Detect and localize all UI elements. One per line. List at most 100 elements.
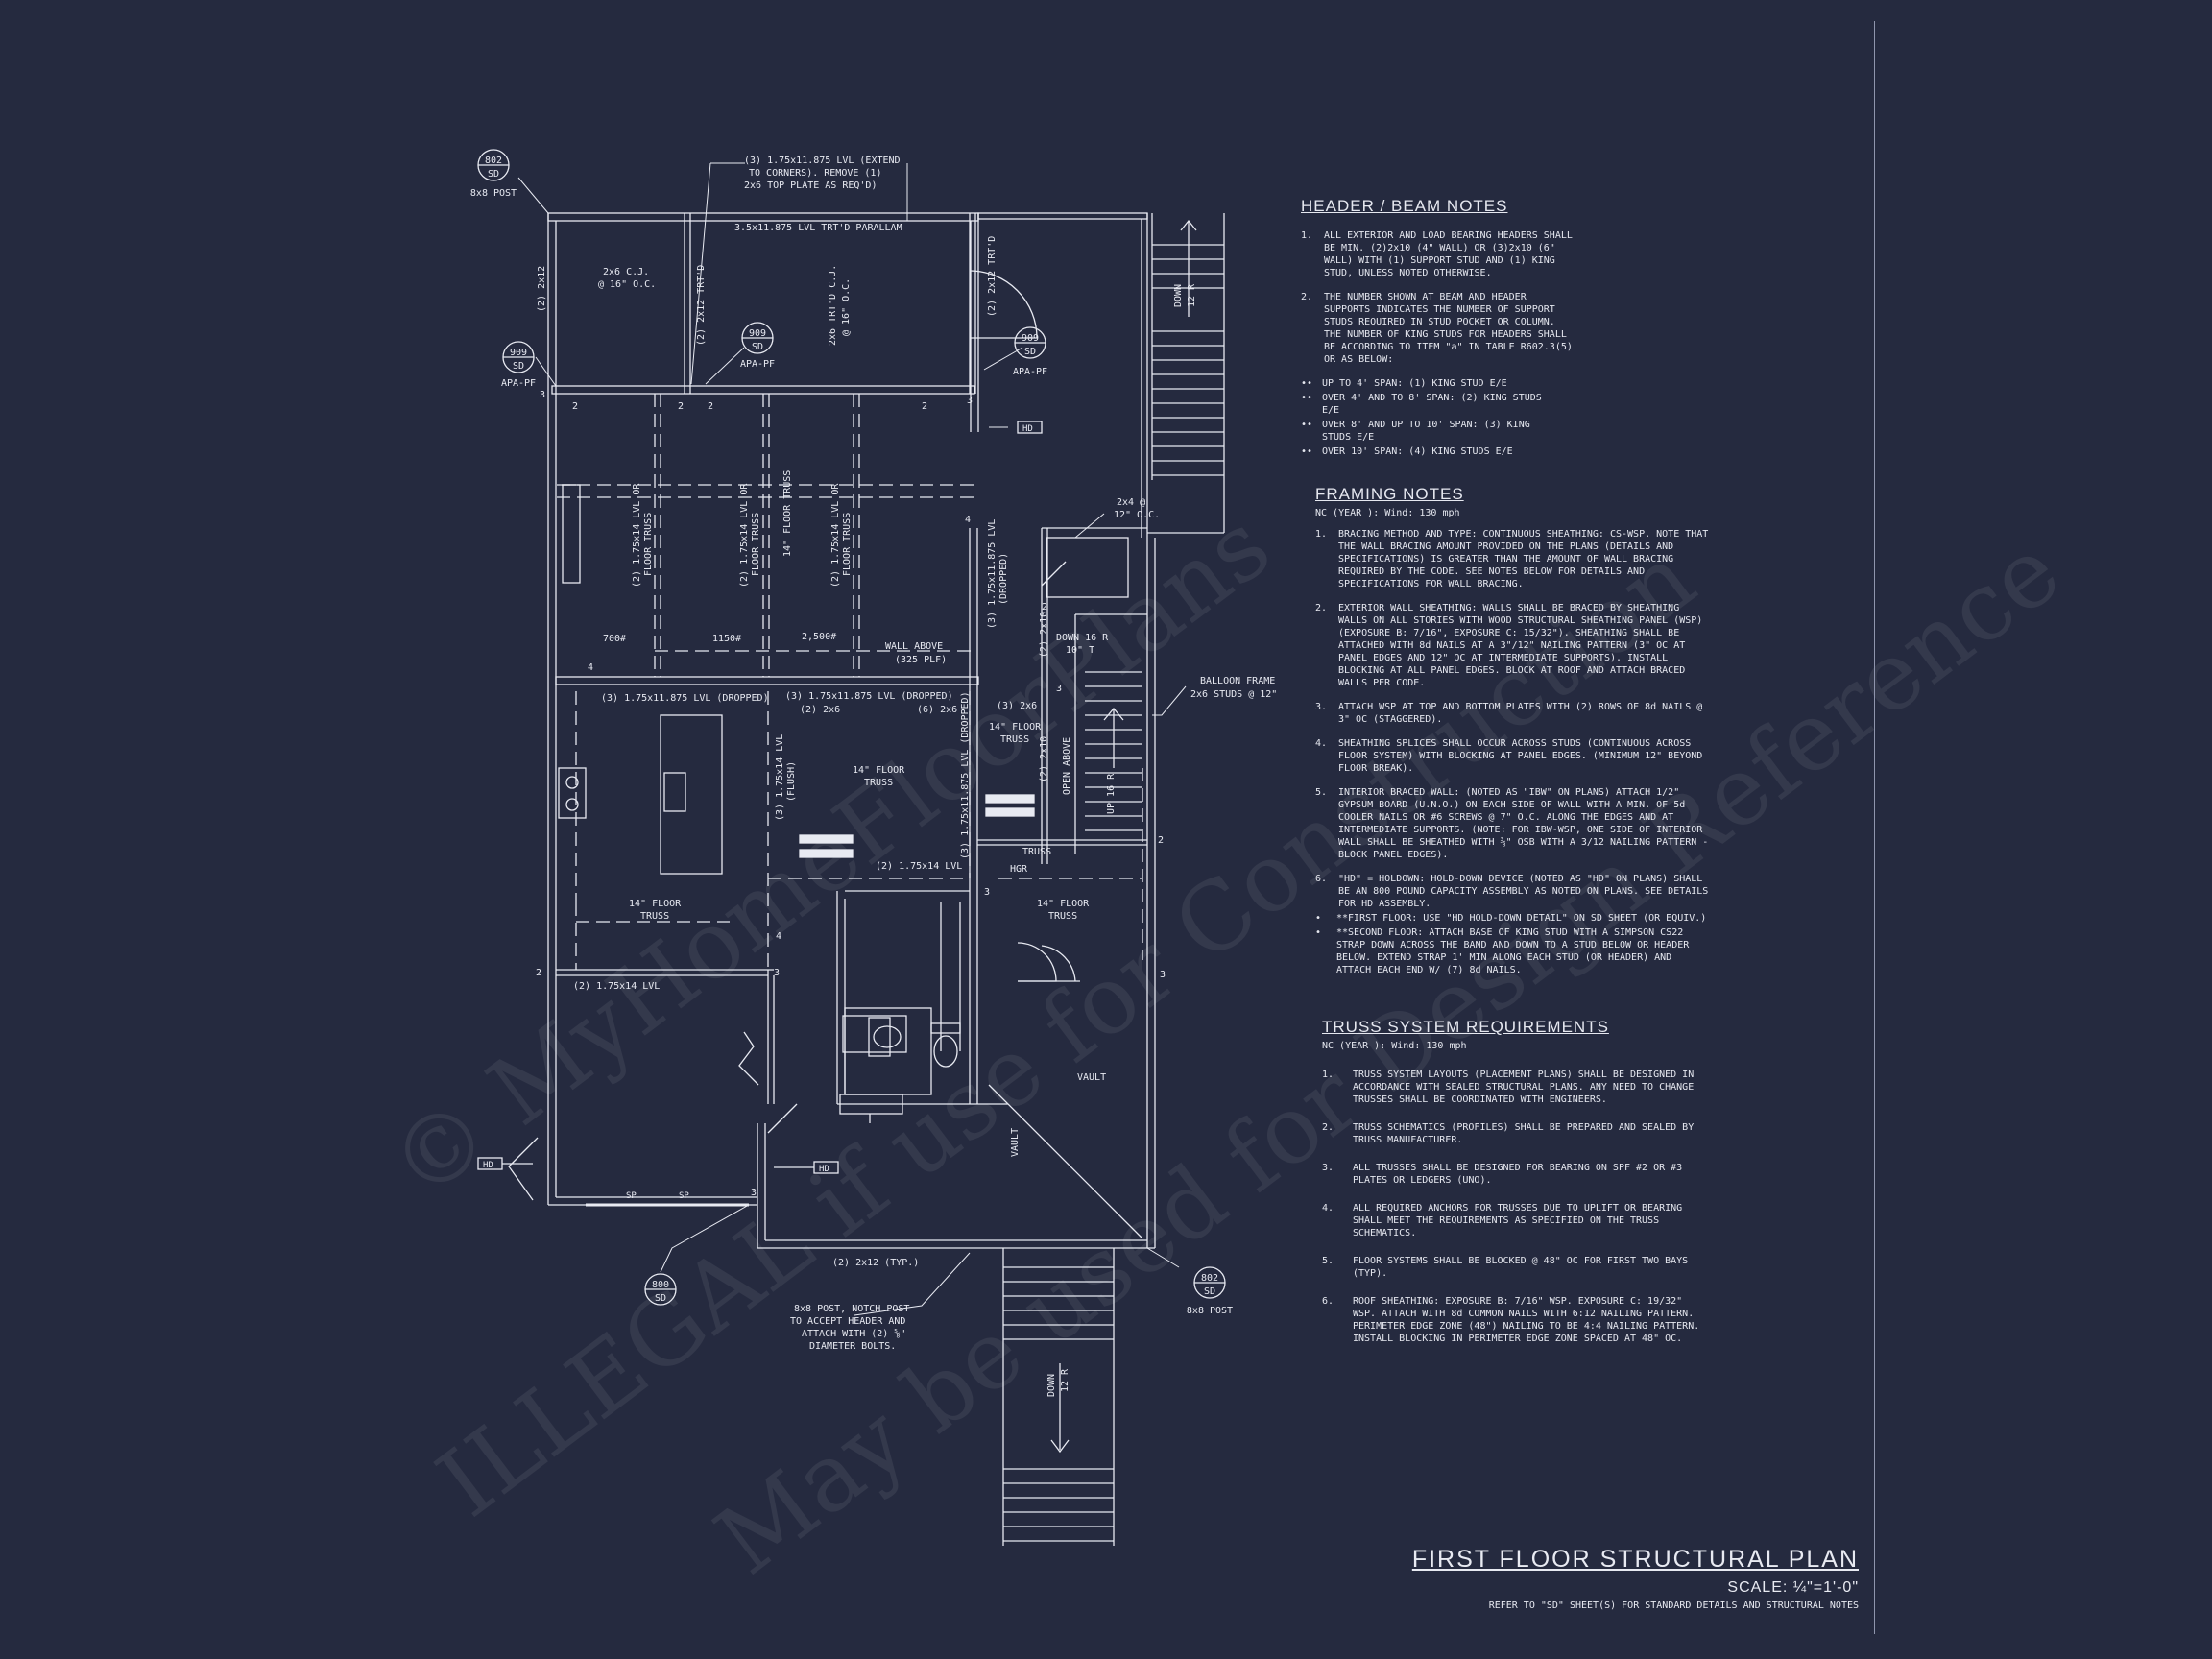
label-lvl14-b-2: FLOOR TRUSS [751,513,761,576]
callout-c3-label: APA-PF [740,359,775,370]
bullet-text: **SECOND FLOOR: ATTACH BASE OF KING STUD… [1336,927,1690,975]
label-truss-14-left-2: TRUSS [640,911,669,922]
label-trtd-cj-1: 2x6 TRT'D C.J. [828,265,838,346]
truss-note-item: 1.TRUSS SYSTEM LAYOUTS (PLACEMENT PLANS)… [1322,1069,1725,1106]
label-sp-b: SP [679,1191,689,1201]
callout-c1-num[interactable]: 802 [485,156,502,166]
framing-note-item: 5. INTERIOR BRACED WALL: (NOTED AS "IBW" … [1315,786,1719,861]
label-hd-b: HD [483,1161,493,1170]
note-text: TRUSS SCHEMATICS (PROFILES) SHALL BE PRE… [1353,1122,1695,1145]
label-sp-a: SP [626,1191,637,1201]
label-lvl11-v-2: (DROPPED) [998,553,1009,605]
note-number: 5. [1315,787,1328,798]
door-arc [969,270,1038,339]
label-n3: 3 [540,390,545,400]
label-lvl14-c-1: (2) 1.75x14 LVL OR [830,483,841,588]
note-number: 4. [1315,738,1328,749]
label-n2: 2 [1158,835,1164,846]
note-text: ALL REQUIRED ANCHORS FOR TRUSSES DUE TO … [1353,1203,1683,1238]
label-post-4: DIAMETER BOLTS. [809,1341,896,1352]
label-n2: 2 [678,401,684,412]
label-lvl-top-2: TO CORNERS). REMOVE (1) [749,168,881,179]
framing-notes-title: FRAMING NOTES [1315,485,1464,503]
note-text: INTERIOR BRACED WALL: (NOTED AS "IBW" ON… [1338,787,1709,860]
note-text: EXTERIOR WALL SHEATHING: WALLS SHALL BE … [1338,603,1703,688]
sheet-reference: REFER TO "SD" SHEET(S) FOR STANDARD DETA… [1488,1600,1859,1611]
truss-notes-title: TRUSS SYSTEM REQUIREMENTS [1322,1018,1609,1036]
label-load-2500: 2,500# [802,632,836,642]
vault-line [988,1084,1143,1239]
vanity [842,1015,907,1053]
label-open-above: OPEN ABOVE [1062,737,1072,795]
hd-box-a [1017,421,1043,434]
label-two-2x10-a: (2) 2x10 [1039,612,1049,658]
label-hd-a: HD [1022,424,1033,434]
label-lvl14-flush-2: (FLUSH) [786,761,797,802]
label-lvl-top-1: (3) 1.75x11.875 LVL (EXTEND [744,156,901,166]
callout-c4-sheet: SD [1024,347,1036,357]
callout-c5-num[interactable]: 800 [652,1280,669,1290]
label-lvl11-dropped-v: (3) 1.75x11.875 LVL (DROPPED) [960,691,971,859]
header-bullet: ••OVER 10' SPAN: (4) KING STUDS E/E [1301,445,1574,458]
dropped-beam [555,676,979,685]
label-vault-b: VAULT [1010,1128,1021,1157]
label-lvl14-2: (2) 1.75x14 LVL [876,861,962,872]
framing-bullet: •**FIRST FLOOR: USE "HD HOLD-DOWN DETAIL… [1315,912,1719,925]
framing-note-item: 4. SHEATHING SPLICES SHALL OCCUR ACROSS S… [1315,737,1719,775]
label-load-700: 700# [603,634,626,644]
range [558,767,587,819]
header-bullet: ••OVER 8' AND UP TO 10' SPAN: (3) KING S… [1301,419,1574,444]
note-text: BRACING METHOD AND TYPE: CONTINUOUS SHEA… [1338,529,1709,589]
label-truss-small: TRUSS [1022,847,1051,857]
island-sink [663,772,686,812]
note-text: ROOF SHEATHING: EXPOSURE B: 7/16" WSP. E… [1353,1296,1700,1344]
label-two-2x10-b: (2) 2x10 [1039,736,1049,782]
note-text: ALL TRUSSES SHALL BE DESIGNED FOR BEARIN… [1353,1163,1683,1186]
label-n3: 3 [774,968,780,978]
note-number: 2. [1322,1122,1334,1133]
label-vault-a: VAULT [1077,1072,1106,1083]
framing-notes: FRAMING NOTES NC (YEAR ): Wind: 130 mph … [1315,485,1719,978]
label-n3: 3 [967,396,973,406]
callout-c6-num[interactable]: 802 [1201,1273,1218,1284]
truss-system-requirements: TRUSS SYSTEM REQUIREMENTS NC (YEAR ): Wi… [1322,1018,1725,1360]
callout-c2-label: APA-PF [501,378,536,389]
label-cj-1: 2x6 C.J. [603,267,649,277]
label-truss-14-left-1: 14" FLOOR [629,899,682,909]
callout-c4-num[interactable]: 909 [1022,333,1039,344]
callout-c6-sheet: SD [1204,1286,1215,1297]
label-lvl-dropped-b: (3) 1.75x11.875 LVL (DROPPED) [785,691,953,702]
label-stair-down-top-2: 12 R [1187,283,1197,307]
floor-truss-grid [557,394,1143,970]
note-number: 6. [1315,874,1328,884]
label-stair-down-bot-1: DOWN [1046,1374,1057,1397]
label-n3: 3 [1160,970,1166,980]
label-truss-14-br-1: 14" FLOOR [1037,899,1090,909]
callout-c3-num[interactable]: 909 [749,328,766,339]
callout-c2-sheet: SD [513,361,524,372]
label-truss-14-right-1: 14" FLOOR [989,722,1042,733]
truss-note-item: 3. ALL TRUSSES SHALL BE DESIGNED FOR BEAR… [1322,1162,1725,1187]
label-lvl-top-3: 2x6 TOP PLATE AS REQ'D) [744,180,877,191]
framing-notes-subtitle: NC (YEAR ): Wind: 130 mph [1315,508,1460,518]
note-number: 2. [1301,292,1313,302]
sheet-scale: SCALE: ¼"=1'-0" [1727,1579,1859,1596]
label-n4: 4 [776,931,781,942]
callout-c2-num[interactable]: 909 [510,348,527,358]
label-two-2x6-a: (2) 2x6 [800,705,840,715]
note-text: "HD" = HOLDOWN: HOLD-DOWN DEVICE (NOTED … [1338,874,1709,909]
label-n2: 2 [708,401,713,412]
framing-note-item: 3.ATTACH WSP AT TOP AND BOTTOM PLATES WI… [1315,701,1719,726]
header-note-item: 1. ALL EXTERIOR AND LOAD BEARING HEADERS… [1301,229,1574,279]
header-beam-notes: HEADER / BEAM NOTES 1. ALL EXTERIOR AND … [1301,197,1574,460]
truss-note-item: 5.FLOOR SYSTEMS SHALL BE BLOCKED @ 48" O… [1322,1255,1725,1280]
label-two-2x4-2: 12" O.C. [1114,510,1160,520]
stair-bottom [1002,1248,1115,1546]
note-number: 3. [1322,1163,1334,1173]
label-n2: 2 [922,401,927,412]
label-n2: 2 [536,968,541,978]
note-number: 1. [1315,529,1328,540]
label-balloon-2: 2x6 STUDS @ 12" O.C. [1190,689,1277,700]
note-text: SHEATHING SPLICES SHALL OCCUR ACROSS STU… [1338,738,1703,774]
label-n3: 3 [1056,684,1062,694]
